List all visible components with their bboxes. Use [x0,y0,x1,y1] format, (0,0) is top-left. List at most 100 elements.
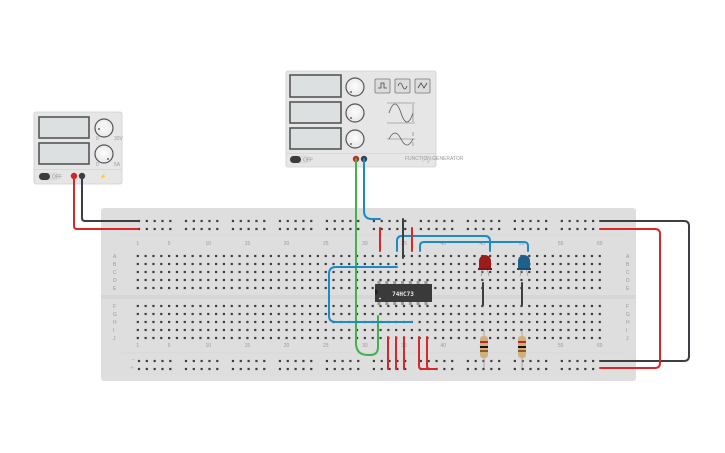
breadboard-hole[interactable] [230,262,233,266]
breadboard-hole[interactable] [325,219,329,223]
breadboard-hole[interactable] [498,227,501,231]
breadboard-hole[interactable] [426,254,429,258]
breadboard-hole[interactable] [302,367,305,371]
breadboard-hole[interactable] [379,254,382,258]
breadboard-hole[interactable] [371,270,374,274]
breadboard-hole[interactable] [536,328,539,332]
breadboard-hole[interactable] [551,312,554,316]
breadboard-hole[interactable] [239,367,242,371]
breadboard-hole[interactable] [261,286,265,290]
breadboard-hole[interactable] [583,262,586,266]
breadboard-hole[interactable] [457,304,460,308]
breadboard-hole[interactable] [583,320,586,324]
breadboard-hole[interactable] [308,336,312,340]
breadboard-hole[interactable] [473,286,476,290]
breadboard-hole[interactable] [254,254,257,258]
breadboard-hole[interactable] [357,367,360,371]
breadboard-hole[interactable] [560,227,563,231]
breadboard-hole[interactable] [175,312,179,316]
breadboard-hole[interactable] [152,278,155,282]
breadboard-hole[interactable] [536,304,539,308]
breadboard-hole[interactable] [457,312,460,316]
breadboard-hole[interactable] [551,254,554,258]
breadboard-hole[interactable] [543,320,547,324]
breadboard-hole[interactable] [521,359,524,363]
breadboard-hole[interactable] [465,278,468,282]
breadboard-hole[interactable] [191,304,194,308]
breadboard-hole[interactable] [473,262,476,266]
breadboard-hole[interactable] [316,286,319,290]
breadboard-hole[interactable] [489,278,492,282]
breadboard-hole[interactable] [590,320,594,324]
breadboard-hole[interactable] [144,312,147,316]
breadboard-hole[interactable] [410,328,413,332]
breadboard-hole[interactable] [474,367,477,371]
breadboard-hole[interactable] [380,367,383,371]
breadboard-hole[interactable] [528,278,531,282]
breadboard-hole[interactable] [348,336,351,340]
breadboard-hole[interactable] [545,367,548,371]
breadboard-hole[interactable] [199,270,202,274]
breadboard-hole[interactable] [144,254,147,258]
breadboard-hole[interactable] [301,328,304,332]
breadboard-hole[interactable] [316,304,319,308]
breadboard-hole[interactable] [380,359,383,363]
breadboard-hole[interactable] [481,328,484,332]
breadboard-hole[interactable] [136,278,139,282]
breadboard-hole[interactable] [168,336,171,340]
breadboard-hole[interactable] [340,262,343,266]
breadboard-hole[interactable] [482,359,485,363]
breadboard-hole[interactable] [293,320,296,324]
breadboard-hole[interactable] [183,270,186,274]
breadboard-hole[interactable] [286,367,289,371]
breadboard-hole[interactable] [457,278,460,282]
breadboard-hole[interactable] [496,336,500,340]
breadboard-hole[interactable] [324,262,327,266]
breadboard-hole[interactable] [590,286,594,290]
breadboard-hole[interactable] [238,312,241,316]
breadboard-hole[interactable] [567,254,570,258]
breadboard-hole[interactable] [551,320,554,324]
breadboard-hole[interactable] [520,278,523,282]
breadboard-hole[interactable] [238,304,241,308]
breadboard-hole[interactable] [144,328,147,332]
breadboard-hole[interactable] [222,312,226,316]
breadboard-hole[interactable] [239,219,242,223]
breadboard-hole[interactable] [496,262,500,266]
breadboard-hole[interactable] [183,312,186,316]
breadboard-hole[interactable] [308,304,312,308]
breadboard-hole[interactable] [316,320,319,324]
breadboard-hole[interactable] [545,227,548,231]
breadboard-hole[interactable] [560,219,563,223]
breadboard-hole[interactable] [567,320,570,324]
wire-blue-jumper-2[interactable] [419,241,529,252]
breadboard-hole[interactable] [512,320,515,324]
breadboard-hole[interactable] [293,262,296,266]
breadboard-hole[interactable] [355,278,359,282]
breadboard-hole[interactable] [207,336,210,340]
breadboard-hole[interactable] [153,367,156,371]
breadboard-hole[interactable] [216,359,219,363]
resistor-2[interactable] [518,330,526,368]
breadboard-hole[interactable] [222,270,226,274]
breadboard-hole[interactable] [559,262,562,266]
breadboard-hole[interactable] [410,336,413,340]
breadboard-hole[interactable] [277,270,280,274]
breadboard-hole[interactable] [216,227,219,231]
breadboard-hole[interactable] [371,262,374,266]
breadboard-hole[interactable] [466,227,469,231]
breadboard-hole[interactable] [160,312,163,316]
breadboard-hole[interactable] [457,286,460,290]
breadboard-hole[interactable] [402,262,406,266]
breadboard-hole[interactable] [357,227,360,231]
breadboard-hole[interactable] [590,262,594,266]
breadboard-hole[interactable] [246,312,249,316]
breadboard-hole[interactable] [263,227,266,231]
breadboard-hole[interactable] [191,262,194,266]
breadboard-hole[interactable] [465,254,468,258]
breadboard-hole[interactable] [592,367,595,371]
breadboard-hole[interactable] [537,367,540,371]
breadboard-hole[interactable] [301,278,304,282]
breadboard-hole[interactable] [301,312,304,316]
